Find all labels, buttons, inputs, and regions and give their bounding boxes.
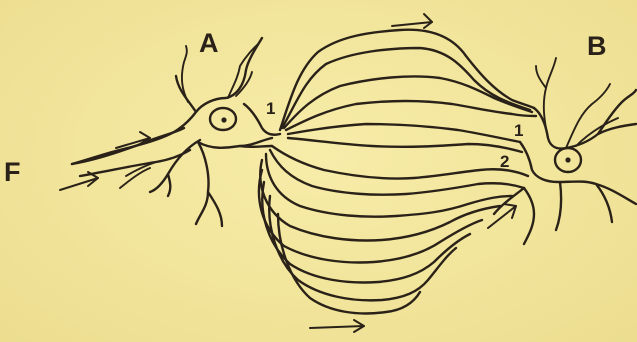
neuron-b-soma (494, 90, 636, 244)
neuron-a-nucleolus (221, 117, 226, 122)
label-neuron-a: A (199, 28, 219, 58)
upper-fibre-chain (280, 30, 536, 152)
arrow-f-lower (60, 172, 98, 190)
label-input-f: F (4, 157, 21, 187)
label-a-path-1: 1 (266, 99, 275, 118)
arrow-bottom (310, 320, 364, 332)
label-b-path-1: 1 (514, 121, 523, 140)
neuron-b-nucleolus (565, 157, 570, 162)
label-neuron-b: B (587, 31, 607, 61)
label-b-path-2: 2 (500, 152, 509, 171)
arrow-top (392, 14, 432, 28)
lower-fibre-chain (259, 146, 528, 313)
